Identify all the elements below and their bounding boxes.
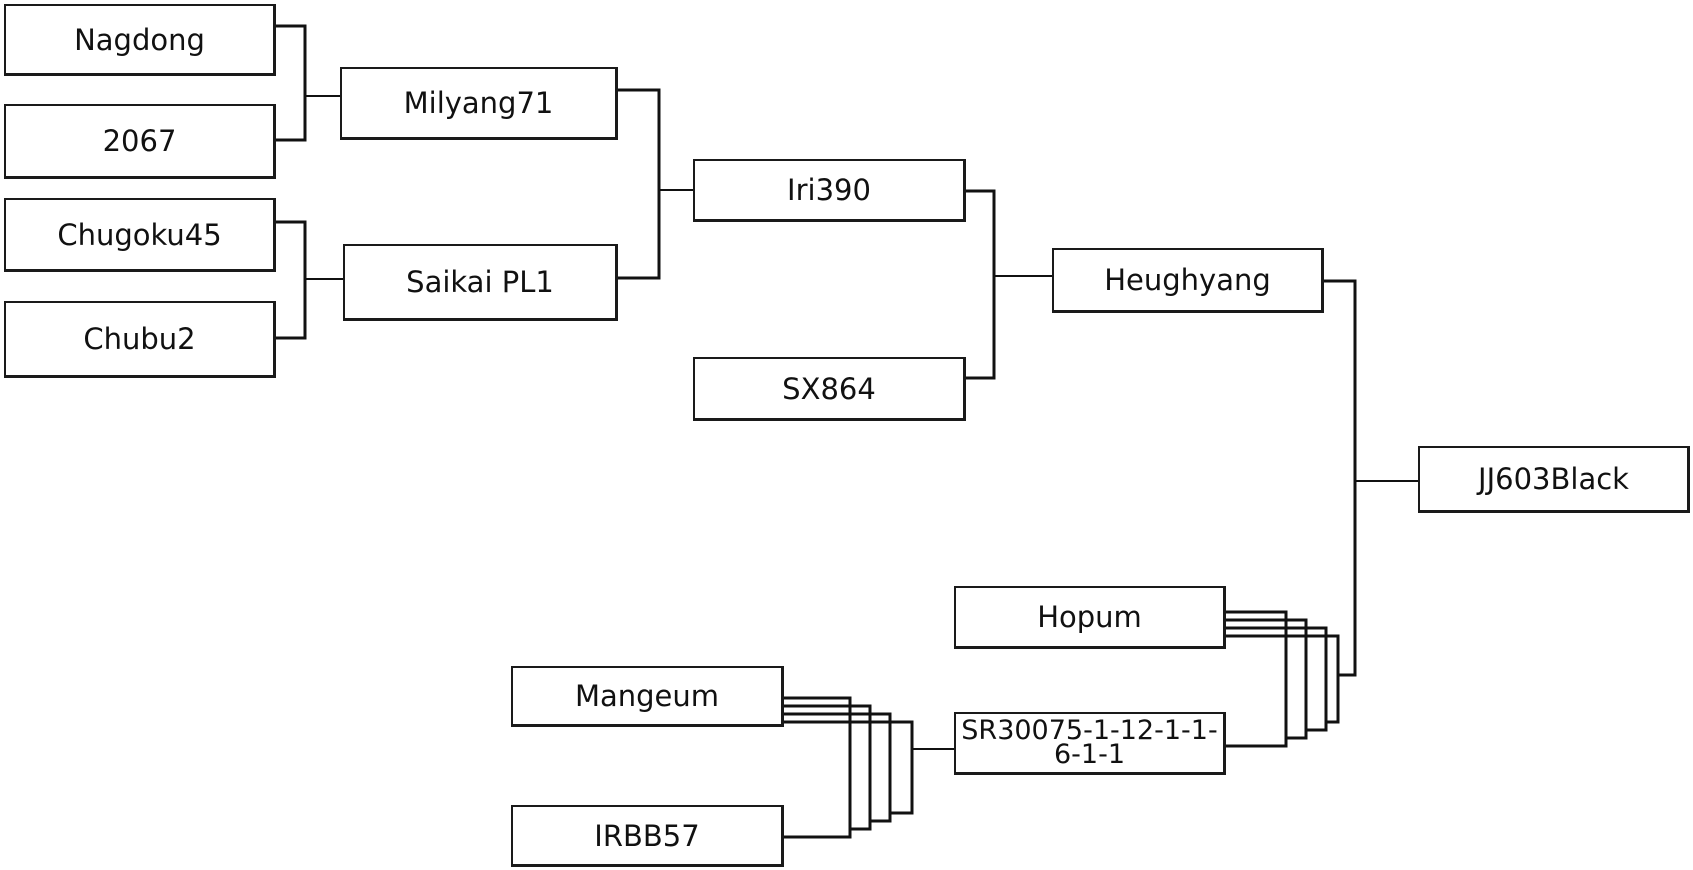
node-hopum[interactable]: Hopum [954, 586, 1226, 649]
connector-chugoku45-chubu2 [272, 220, 307, 340]
connector-hopum-sr30075-1 [1220, 610, 1288, 748]
node-sr30075[interactable]: SR30075-1-12-1-1-6-1-1 [954, 712, 1226, 775]
node-milyang71[interactable]: Milyang71 [340, 67, 618, 140]
node-nagdong[interactable]: Nagdong [4, 4, 276, 76]
connector-hopum-sr30075-3 [1220, 626, 1328, 732]
node-chubu2[interactable]: Chubu2 [4, 301, 276, 378]
connector-mangeum-irbb57-2 [782, 704, 872, 831]
node-saikai-pl1[interactable]: Saikai PL1 [343, 244, 618, 321]
connector-milyang71-saikai [616, 88, 661, 280]
connector-iri390-sx864 [964, 189, 996, 380]
node-chugoku45[interactable]: Chugoku45 [4, 198, 276, 272]
node-heughyang[interactable]: Heughyang [1052, 248, 1324, 313]
node-jj603black[interactable]: JJ603Black [1418, 446, 1690, 513]
node-sx864[interactable]: SX864 [693, 357, 966, 421]
connector-mangeum-irbb57-3 [782, 712, 892, 823]
node-2067[interactable]: 2067 [4, 104, 276, 179]
connector-nagdong-2067 [272, 24, 307, 142]
connector-mangeum-irbb57-4 [782, 720, 914, 815]
node-irbb57[interactable]: IRBB57 [511, 805, 784, 867]
connector-heughyang-hopum [1322, 279, 1357, 677]
connector-mangeum-irbb57-1 [782, 696, 852, 839]
connector-hopum-sr30075-2 [1220, 618, 1308, 740]
connector-hopum-sr30075-4 [1220, 634, 1340, 724]
node-mangeum[interactable]: Mangeum [511, 666, 784, 727]
node-iri390[interactable]: Iri390 [693, 159, 966, 222]
